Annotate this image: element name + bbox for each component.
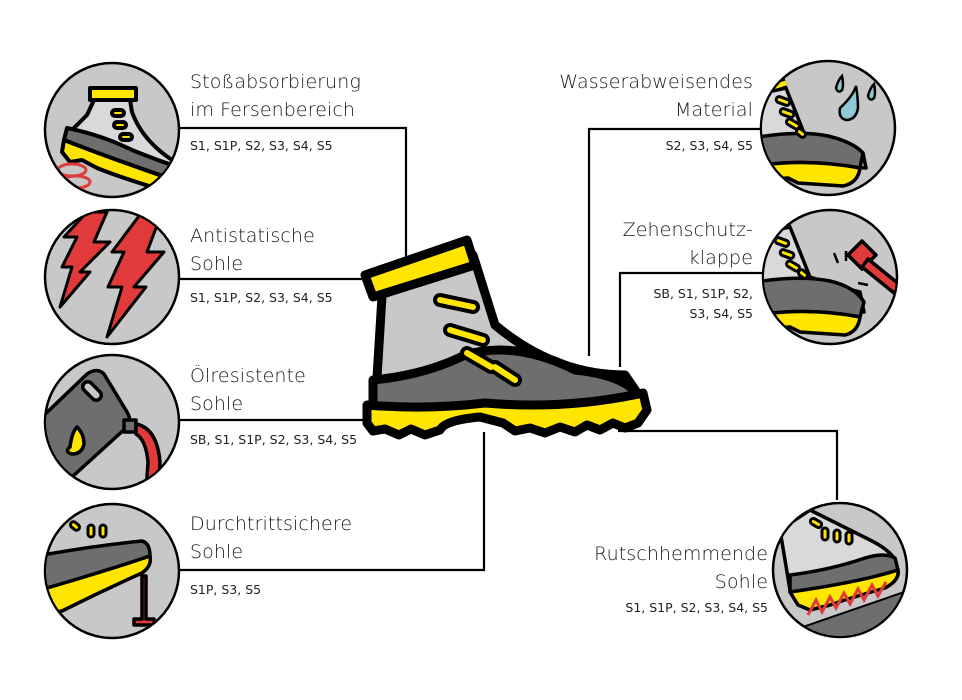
title-line-1: Antistatische — [190, 225, 315, 247]
oil-canister-icon — [42, 352, 182, 492]
hiking-boot-icon — [355, 225, 655, 450]
title-line-1: Ölresistente — [190, 365, 306, 387]
codes-line-2: S3, S4, S5 — [689, 306, 753, 321]
water-drops-icon — [758, 58, 898, 198]
feature-title-anti-slip: Rutschhemmende Sohle — [594, 540, 768, 596]
title-line-2: Sohle — [190, 393, 244, 415]
title-line-2: Material — [675, 99, 753, 121]
feature-codes-anti-slip: S1, S1P, S2, S3, S4, S5 — [625, 600, 768, 615]
heel-shock-absorption-icon — [42, 60, 182, 200]
feature-codes-oil-resistant: SB, S1, S1P, S2, S3, S4, S5 — [190, 432, 358, 447]
anti-slip-sole-icon — [770, 500, 910, 640]
feature-codes-shock-absorption: S1, S1P, S2, S3, S4, S5 — [190, 138, 333, 153]
feature-title-water-repellent: Wasserabweisendes Material — [559, 68, 753, 124]
title-line-2: im Fersenbereich — [190, 99, 356, 121]
feature-title-toecap: Zehenschutz- klappe — [623, 216, 753, 272]
title-line-2: Sohle — [190, 253, 244, 275]
feature-codes-toecap: SB, S1, S1P, S2, S3, S4, S5 — [653, 284, 753, 324]
feature-title-shock-absorption: Stoßabsorbierung im Fersenbereich — [190, 68, 361, 124]
feature-title-antistatic: Antistatische Sohle — [190, 222, 315, 278]
feature-codes-antistatic: S1, S1P, S2, S3, S4, S5 — [190, 290, 333, 305]
title-line-2: Sohle — [714, 571, 768, 593]
feature-codes-water-repellent: S2, S3, S4, S5 — [665, 138, 753, 153]
title-line-1: Rutschhemmende — [594, 543, 768, 565]
title-line-1: Durchtrittsichere — [190, 513, 353, 535]
title-line-1: Zehenschutz- — [622, 219, 753, 241]
nail-puncture-icon — [42, 501, 182, 641]
title-line-1: Wasserabweisendes — [559, 71, 753, 93]
title-line-1: Stoßabsorbierung — [190, 71, 361, 93]
feature-title-puncture-resistant: Durchtrittsichere Sohle — [190, 510, 352, 566]
codes-line-1: SB, S1, S1P, S2, — [653, 286, 753, 301]
title-line-2: klappe — [688, 247, 753, 269]
title-line-2: Sohle — [190, 541, 244, 563]
hammer-toecap-icon — [760, 207, 900, 347]
feature-codes-puncture-resistant: S1P, S3, S5 — [190, 582, 262, 597]
lightning-icon — [42, 207, 182, 347]
feature-title-oil-resistant: Ölresistente Sohle — [190, 362, 306, 418]
